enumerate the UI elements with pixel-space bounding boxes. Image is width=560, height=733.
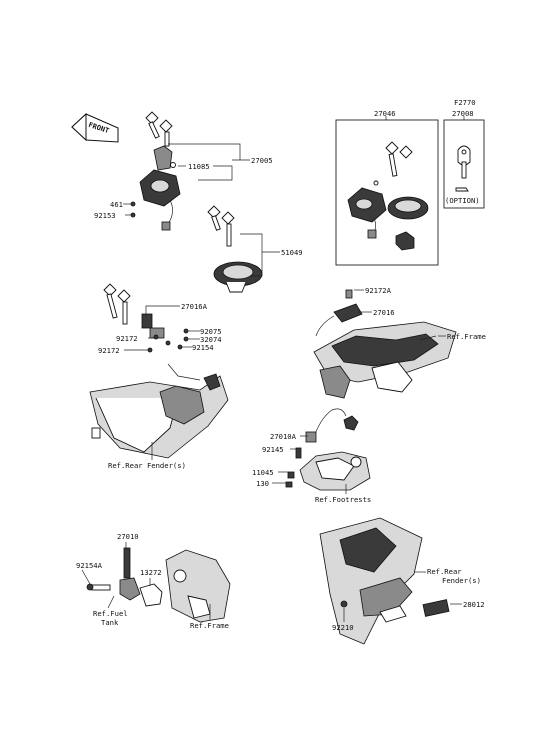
rear-fender-left bbox=[89, 363, 229, 459]
fuel-level-sensor-assembly bbox=[86, 547, 231, 623]
front-arrow-icon bbox=[71, 112, 119, 143]
callout-92153: 92153 bbox=[94, 211, 116, 220]
seat-lock-frame-assembly bbox=[313, 289, 457, 399]
key-and-cap-set bbox=[207, 205, 263, 293]
callout-27016: 27016 bbox=[373, 308, 395, 317]
ref-fuel-tank-line2: Tank bbox=[101, 618, 119, 627]
callout-92172-left: 92172 bbox=[116, 334, 138, 343]
callout-32074: 32074 bbox=[200, 335, 222, 344]
ref-footrests: Ref.Footrests bbox=[315, 495, 372, 504]
ref-rear-fender-right-line2: Fender(s) bbox=[442, 576, 481, 585]
callout-27008: 27008 bbox=[452, 109, 474, 118]
callout-92172A: 92172A bbox=[365, 286, 391, 295]
callout-27005: 27005 bbox=[251, 156, 273, 165]
callout-51049: 51049 bbox=[281, 248, 303, 257]
sidestand-switch-assembly bbox=[285, 408, 371, 491]
ref-rear-fender-left: Ref.Rear Fender(s) bbox=[108, 461, 186, 470]
callout-27046: 27046 bbox=[374, 109, 396, 118]
callout-13272: 13272 bbox=[140, 568, 162, 577]
spare-key-icon bbox=[455, 145, 471, 192]
callout-27010: 27010 bbox=[117, 532, 139, 541]
callout-F2770: F2770 bbox=[454, 98, 476, 107]
callout-92172-left-b: 92172 bbox=[98, 346, 120, 355]
callout-92154A: 92154A bbox=[76, 561, 102, 570]
kit-box-27046 bbox=[335, 119, 439, 266]
ref-frame-bottom: Ref.Frame bbox=[190, 621, 229, 630]
ref-rear-fender-right-line1: Ref.Rear bbox=[427, 567, 462, 576]
callout-92154: 92154 bbox=[192, 343, 214, 352]
callout-27010A: 27010A bbox=[270, 432, 296, 441]
callout-27016A: 27016A bbox=[181, 302, 207, 311]
callout-92145: 92145 bbox=[262, 445, 284, 454]
ref-fuel-tank-line1: Ref.Fuel bbox=[93, 609, 128, 618]
option-label: (OPTION) bbox=[445, 196, 480, 205]
lock-set-kit bbox=[347, 141, 429, 251]
ref-frame-top: Ref.Frame bbox=[447, 332, 486, 341]
seat-lock-keys bbox=[103, 283, 189, 353]
callout-130: 130 bbox=[256, 479, 269, 488]
rear-fender-right bbox=[319, 517, 450, 645]
callout-11085: 11085 bbox=[188, 162, 210, 171]
callout-461: 461 bbox=[110, 200, 123, 209]
callout-11045: 11045 bbox=[252, 468, 274, 477]
ignition-switch-assembly bbox=[130, 111, 181, 231]
callout-92075: 92075 bbox=[200, 327, 222, 336]
callout-92210: 92210 bbox=[332, 623, 354, 632]
callout-28012: 28012 bbox=[463, 600, 485, 609]
